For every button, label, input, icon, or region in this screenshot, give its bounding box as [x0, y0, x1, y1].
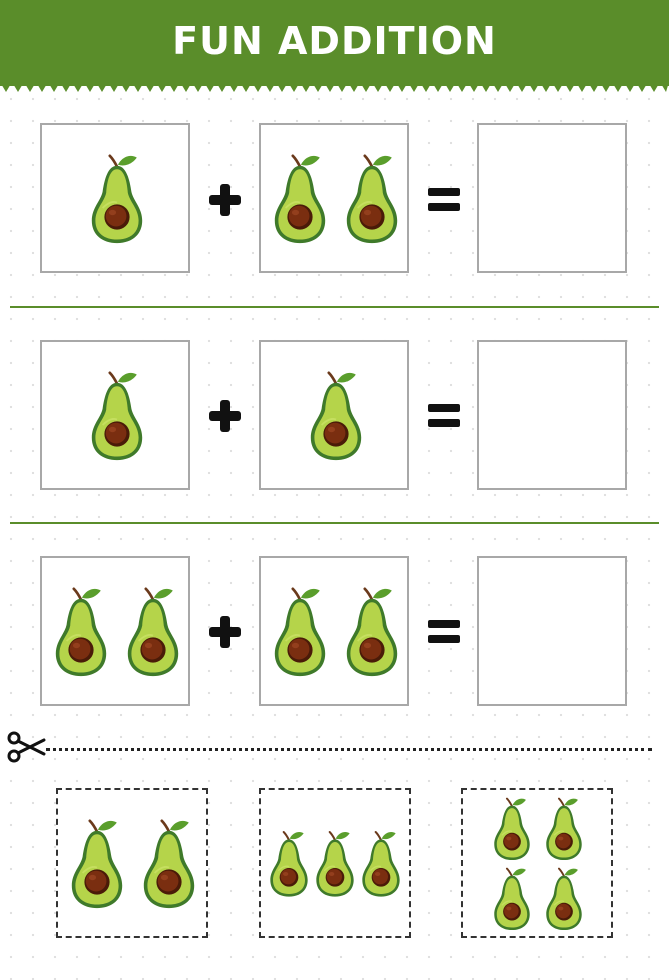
avocado-icon: [90, 154, 144, 245]
equals-icon: [428, 188, 460, 211]
avocado-icon: [309, 371, 363, 462]
problem-2-right-box: [259, 340, 409, 490]
header-banner: [0, 0, 669, 86]
avocado-icon: [493, 867, 531, 931]
avocado-icon: [269, 831, 309, 898]
problem-3-left-box: [40, 556, 190, 706]
equals-icon: [428, 404, 460, 427]
avocado-icon: [315, 831, 355, 898]
plus-icon: [209, 616, 241, 648]
avocado-icon: [142, 819, 196, 910]
avocado-icon: [273, 587, 327, 678]
problem-1-left-box: [40, 123, 190, 273]
avocado-icon: [345, 154, 399, 245]
problem-3-right-box: [259, 556, 409, 706]
equals-icon: [428, 620, 460, 643]
avocado-icon: [545, 797, 583, 861]
plus-icon: [209, 184, 241, 216]
scissors-icon: [7, 731, 46, 763]
cut-line: [46, 748, 652, 751]
cutout-option-3[interactable]: [259, 788, 411, 938]
avocado-icon: [126, 587, 180, 678]
row-divider: [10, 306, 659, 308]
avocado-icon: [345, 587, 399, 678]
row-divider: [10, 522, 659, 524]
page-title: FUN ADDITION: [172, 19, 497, 63]
header-zigzag-edge: [0, 82, 669, 92]
avocado-icon: [493, 797, 531, 861]
problem-3-answer-box[interactable]: [477, 556, 627, 706]
cutout-option-4[interactable]: [461, 788, 613, 938]
problem-1-right-box: [259, 123, 409, 273]
avocado-icon: [90, 371, 144, 462]
problem-2-left-box: [40, 340, 190, 490]
avocado-icon: [54, 587, 108, 678]
problem-2-answer-box[interactable]: [477, 340, 627, 490]
avocado-icon: [70, 819, 124, 910]
problem-1-answer-box[interactable]: [477, 123, 627, 273]
plus-icon: [209, 400, 241, 432]
avocado-icon: [273, 154, 327, 245]
avocado-icon: [545, 867, 583, 931]
cutout-option-2[interactable]: [56, 788, 208, 938]
avocado-icon: [361, 831, 401, 898]
